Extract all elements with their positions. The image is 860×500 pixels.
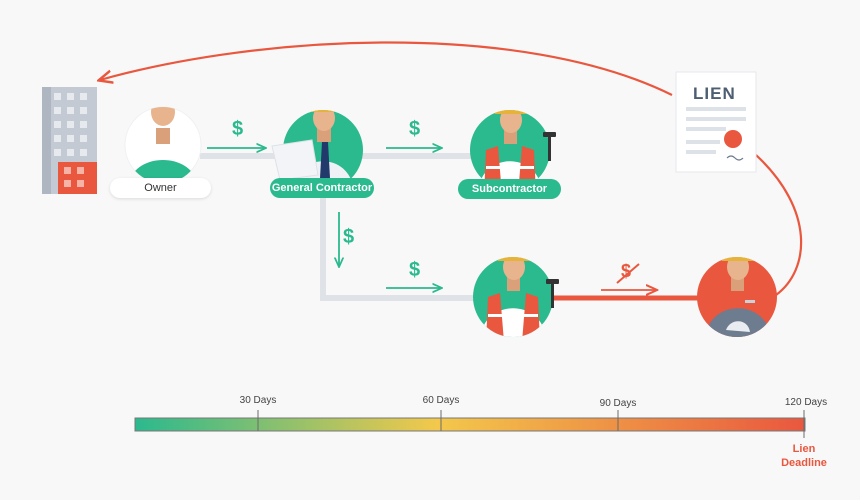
lien-deadline-line2: Deadline: [781, 457, 827, 469]
lien-document-icon: [675, 71, 757, 173]
lien-connector: [755, 154, 803, 296]
owner-label: Owner: [110, 178, 211, 198]
lien-deadline-label: Lien Deadline: [781, 442, 827, 470]
payment-symbol: $: [409, 259, 421, 281]
tick-60-days: 60 Days: [422, 395, 460, 406]
general-contractor-label: General Contractor: [270, 178, 374, 198]
no-payment-slash: [616, 263, 640, 284]
tick-30-days: 30 Days: [239, 395, 277, 406]
sub-subcontractor-avatar: [473, 257, 559, 337]
owner-avatar: [124, 106, 202, 184]
subcontractor-label: Subcontractor: [458, 179, 561, 199]
payment-symbol: $: [409, 118, 421, 140]
payment-symbol: $: [343, 226, 355, 248]
timeline-bar: [135, 418, 805, 431]
tick-120-days: 120 Days: [784, 397, 828, 408]
payment-symbol: $: [232, 118, 244, 140]
unpaid-supplier-avatar: [697, 257, 777, 337]
lien-deadline-line1: Lien: [792, 443, 816, 455]
missing-payment-symbol: $: [621, 261, 632, 281]
flow-paths: [200, 153, 476, 301]
payment-arrows: [207, 148, 441, 288]
lien-document-title: LIEN: [693, 84, 736, 103]
lien-arrow: [100, 41, 673, 96]
hammer-icon: [546, 279, 559, 308]
tick-90-days: 90 Days: [599, 398, 637, 409]
building-icon: [42, 87, 97, 194]
timeline: [134, 410, 806, 438]
hammer-icon: [543, 132, 556, 161]
